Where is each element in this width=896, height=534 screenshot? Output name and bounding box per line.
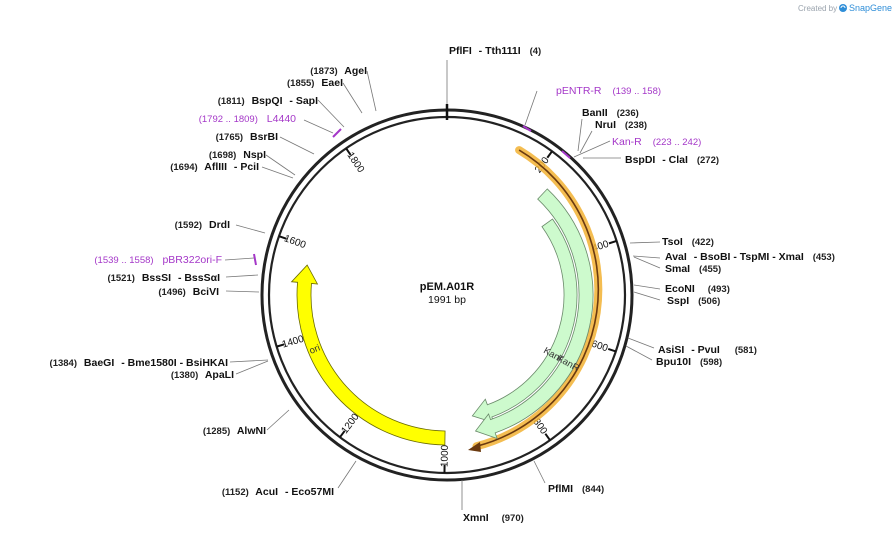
tick-mark-600 bbox=[607, 347, 617, 353]
site-drdi: (1592) DrdI bbox=[175, 219, 230, 231]
kanr-highlight-arrow bbox=[468, 442, 481, 452]
primer-l4440-label: (1792 .. 1809) L4440 bbox=[199, 113, 296, 125]
site-bpu10i: Bpu10I (598) bbox=[656, 356, 722, 368]
site-smai: SmaI (455) bbox=[665, 263, 721, 275]
site-nrui: NruI (238) bbox=[595, 119, 647, 131]
primer-pentr-r-label: pENTR-R (139 .. 158) bbox=[556, 85, 661, 97]
site-baegi: (1384) BaeGI - Bme1580I - BsiHKAI bbox=[50, 357, 229, 369]
plasmid-length: 1991 bp bbox=[428, 294, 466, 306]
site-afliii: (1694) AflIII - PciI bbox=[170, 161, 259, 173]
tick-label-1600: 1600 bbox=[283, 233, 308, 251]
feature-kanr-inner-arrow bbox=[471, 218, 578, 424]
snapgene-logo-icon bbox=[839, 4, 847, 12]
tick-mark-400 bbox=[608, 240, 617, 245]
site-bspqi: (1811) BspQI - SapI bbox=[218, 95, 318, 107]
feature-ori-label: ori bbox=[308, 343, 322, 357]
site-apali: (1380) ApaLI bbox=[171, 369, 234, 381]
site-leaders bbox=[224, 60, 661, 510]
site-nspi: (1698) NspI bbox=[209, 149, 266, 161]
primer-pentr-r-mark bbox=[522, 125, 532, 132]
credit-brand: SnapGene bbox=[849, 3, 892, 13]
tick-mark-1200 bbox=[339, 430, 346, 438]
site-bspdi: BspDI - ClaI (272) bbox=[625, 154, 719, 166]
site-avai: AvaI - BsoBI - TspMI - XmaI (453) bbox=[665, 251, 835, 263]
tick-mark-800 bbox=[544, 433, 551, 441]
site-pflmi: PflMI (844) bbox=[548, 483, 604, 495]
tick-label-600: 600 bbox=[590, 339, 610, 355]
primer-kan-r-label: Kan-R (223 .. 242) bbox=[612, 136, 701, 148]
primer-l4440-mark bbox=[332, 128, 342, 138]
tick-label-1800: 1800 bbox=[344, 150, 366, 175]
tick-mark-1800 bbox=[345, 147, 352, 156]
tick-label-1000: 1000 bbox=[440, 444, 451, 467]
tick-mark-200 bbox=[546, 150, 553, 159]
site-pflfi: PflFI - Tth111I (4) bbox=[449, 45, 541, 57]
site-sspi: SspI (506) bbox=[667, 295, 720, 307]
site-asisi: AsiSI - PvuI (581) bbox=[658, 344, 757, 356]
plasmid-name: pEM.A01R bbox=[420, 281, 474, 293]
site-xmni: XmnI (970) bbox=[463, 512, 524, 524]
feature-kanr-outer-arrow bbox=[474, 188, 594, 440]
credit-prefix: Created by bbox=[798, 4, 837, 13]
primer-pbr322ori-f-label: (1539 .. 1558) pBR322ori-F bbox=[94, 254, 222, 266]
primer-pbr322ori-f-mark bbox=[253, 253, 257, 266]
primer-kan-r-mark bbox=[561, 150, 571, 159]
tick-mark-1400 bbox=[276, 343, 285, 348]
site-bsssi: (1521) BssSI - BssSαI bbox=[107, 272, 220, 284]
site-agei: (1873) AgeI bbox=[310, 65, 367, 77]
tick-label-1400: 1400 bbox=[281, 334, 306, 351]
feature-ori-arrow bbox=[290, 264, 446, 446]
site-econi: EcoNI (493) bbox=[665, 283, 730, 295]
site-eaei: (1855) EaeI bbox=[287, 77, 343, 89]
kanr-highlight-line bbox=[476, 149, 600, 448]
tick-mark-1600 bbox=[278, 235, 287, 240]
site-acui: (1152) AcuI - Eco57MI bbox=[222, 486, 334, 498]
site-bsrbi: (1765) BsrBI bbox=[216, 131, 278, 143]
site-tsoi: TsoI (422) bbox=[662, 236, 714, 248]
site-bcivi: (1496) BciVI bbox=[158, 286, 219, 298]
site-alwni: (1285) AlwNI bbox=[203, 425, 266, 437]
site-banii: BanII (236) bbox=[582, 107, 639, 119]
